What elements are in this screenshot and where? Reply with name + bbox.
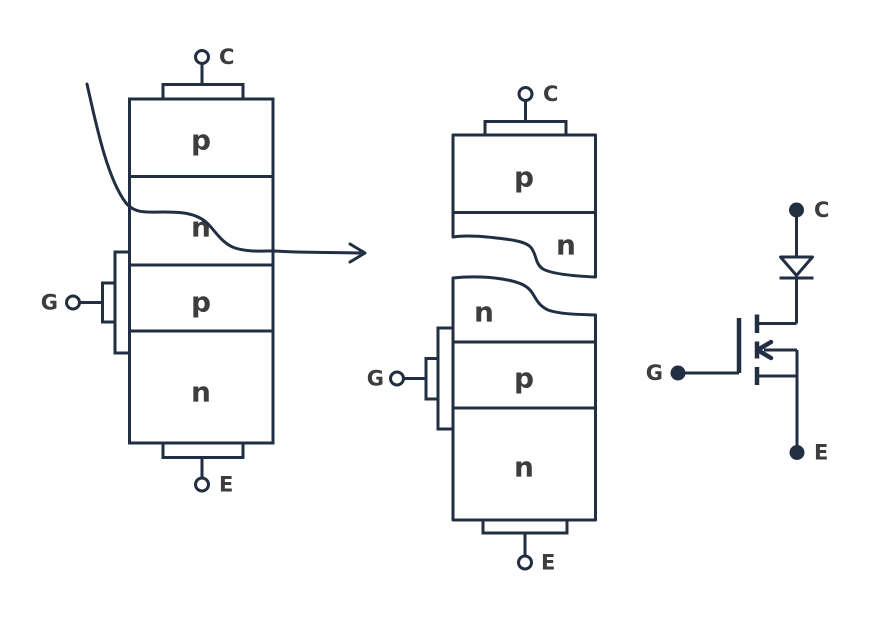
gate-oxide-bracket: [113, 250, 130, 355]
igbt-circuit-symbol: C G E: [646, 198, 830, 465]
layer-label-n: n: [514, 451, 534, 484]
gate-electrode-bracket: [101, 281, 115, 324]
igbt-structure-split: C p n n p n G E: [367, 82, 597, 575]
emitter-terminal-label: E: [219, 473, 233, 497]
arrow-left-icon: [755, 339, 774, 361]
diode-triangle-icon: [779, 255, 814, 277]
layer-label-p: p: [514, 161, 534, 194]
collector-terminal-label: C: [543, 82, 558, 106]
emitter-contact: [481, 520, 569, 535]
emitter-terminal-label: E: [541, 551, 555, 575]
lower-torn-block: [451, 275, 597, 522]
collector-terminal-label: C: [814, 198, 829, 222]
collector-contact: [483, 120, 568, 135]
layer-label-n: n: [191, 376, 211, 409]
emitter-terminal-icon: [194, 476, 210, 493]
layer-label-n: n: [191, 211, 211, 244]
emitter-terminal-label: E: [814, 441, 828, 465]
emitter-terminal-icon: [517, 554, 533, 571]
gate-terminal-label: G: [367, 367, 384, 391]
emitter-contact: [161, 443, 245, 459]
gate-terminal-icon: [65, 294, 81, 311]
arrow-right-icon: [348, 242, 367, 264]
collector-terminal-icon: [517, 86, 534, 102]
gate-terminal-label: G: [41, 291, 58, 315]
collector-terminal-label: C: [219, 45, 234, 69]
collector-terminal-icon: [194, 49, 210, 65]
emitter-node-dot: [789, 445, 805, 460]
gate-terminal-icon: [389, 370, 405, 387]
igbt-structure-left: C E G p n p n: [41, 45, 367, 497]
semiconductor-stack: [128, 97, 275, 445]
layer-label-p: p: [191, 286, 211, 319]
layer-label-p: p: [514, 362, 534, 395]
collector-contact: [161, 83, 245, 99]
layer-label-n: n: [556, 229, 576, 262]
gate-terminal-label: G: [646, 361, 663, 385]
gate-oxide-bracket: [436, 326, 453, 431]
layer-label-p: p: [191, 124, 211, 157]
gate-node-dot: [670, 365, 686, 381]
tear-curve: [85, 82, 362, 255]
upper-torn-block: [451, 133, 597, 279]
layer-label-n: n: [474, 296, 494, 329]
gate-electrode-bracket: [424, 357, 438, 401]
